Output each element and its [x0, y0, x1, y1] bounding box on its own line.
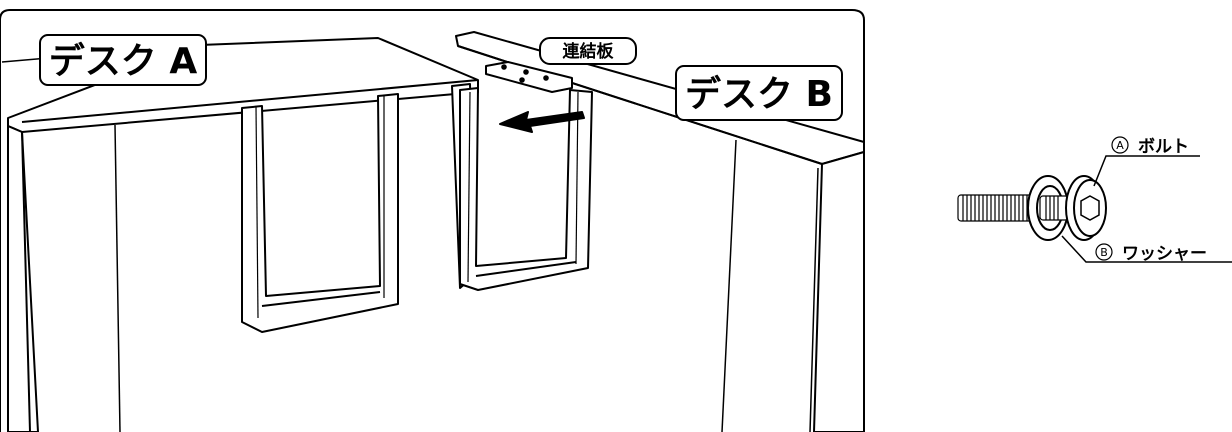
bolt-marker: A: [1116, 139, 1124, 152]
direction-arrow: [499, 111, 585, 133]
bolt-head: [1065, 175, 1107, 241]
connector-plate: [485, 61, 573, 93]
washer-leader-line: [1061, 235, 1232, 263]
bolt-thread: [957, 194, 1039, 222]
desk-b-label-text: デスク B: [685, 73, 833, 115]
bolt-label: A ボルト: [1111, 136, 1189, 157]
connector-plate-label: 連結板: [539, 37, 637, 65]
washer-label: B ワッシャー: [1095, 243, 1207, 264]
marker-a-circle: [1111, 136, 1129, 154]
bolt-washer-detail: [957, 155, 1232, 263]
illustration-panel: [0, 9, 865, 432]
washer-marker: B: [1100, 246, 1108, 259]
desk-a-label-text: デスク A: [49, 40, 198, 82]
desk-a: [1, 37, 479, 432]
washer-name: ワッシャー: [1122, 244, 1207, 264]
desk-b-label: デスク B: [675, 65, 843, 121]
marker-b-circle: [1095, 243, 1113, 261]
bolt-name: ボルト: [1138, 137, 1189, 157]
connector-plate-label-text: 連結板: [563, 41, 615, 62]
desk-a-label: デスク A: [39, 34, 207, 86]
bolt-leader-line: [1093, 155, 1200, 187]
